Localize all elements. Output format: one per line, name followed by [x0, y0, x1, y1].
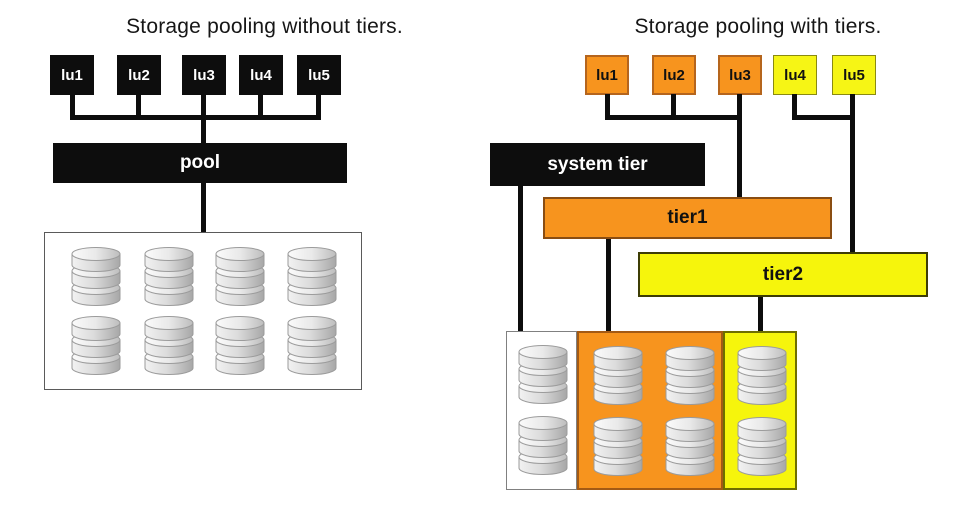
connector-line — [201, 183, 206, 232]
connector-line — [671, 94, 676, 118]
connector-line — [258, 94, 263, 118]
connector-line — [850, 94, 855, 254]
tier2-label: tier2 — [762, 263, 804, 285]
left-lu3-label: lu3 — [193, 66, 215, 84]
right-lu1-box: lu1 — [585, 55, 629, 95]
connector-bus-line — [792, 115, 855, 120]
tier1-label: tier1 — [667, 207, 708, 228]
connector-line — [70, 94, 75, 118]
left-lu3-box: lu3 — [182, 55, 226, 95]
disk-icon — [144, 316, 194, 375]
left-lu5-label: lu5 — [308, 66, 330, 84]
left-lu4-box: lu4 — [239, 55, 283, 95]
right-lu4-box: lu4 — [773, 55, 817, 95]
disk-icon — [665, 346, 715, 405]
system-tier-bar: system tier — [490, 143, 705, 186]
right-lu4-label: lu4 — [784, 66, 806, 84]
connector-line — [201, 94, 206, 118]
disk-icon — [518, 416, 568, 475]
left-disk-pool-container — [44, 232, 362, 390]
connector-line — [201, 115, 206, 143]
pool-bar: pool — [53, 143, 347, 183]
connector-bus-line — [605, 115, 742, 120]
disk-icon — [665, 417, 715, 476]
left-lu4-label: lu4 — [250, 66, 272, 84]
tier2-bar: tier2 — [638, 252, 928, 297]
left-lu2-box: lu2 — [117, 55, 161, 95]
connector-line — [605, 94, 610, 118]
right-lu2-box: lu2 — [652, 55, 696, 95]
disk-icon — [737, 417, 787, 476]
disk-icon — [518, 345, 568, 404]
system-tier-disk-section — [506, 331, 577, 490]
connector-line — [518, 186, 523, 333]
connector-line — [737, 94, 742, 198]
disk-icon — [71, 247, 121, 306]
pool-label: pool — [179, 152, 221, 173]
left-lu1-box: lu1 — [50, 55, 94, 95]
disk-icon — [593, 346, 643, 405]
disk-icon — [215, 247, 265, 306]
right-lu5-box: lu5 — [832, 55, 876, 95]
left-lu1-label: lu1 — [61, 66, 83, 84]
right-lu5-label: lu5 — [843, 66, 865, 84]
left-lu5-box: lu5 — [297, 55, 341, 95]
right-lu3-label: lu3 — [729, 66, 751, 84]
left-lu2-label: lu2 — [128, 66, 150, 84]
disk-icon — [593, 417, 643, 476]
right-diagram-title: Storage pooling with tiers. — [634, 15, 882, 38]
connector-line — [136, 94, 141, 118]
disk-icon — [215, 316, 265, 375]
connector-line — [606, 239, 611, 334]
connector-bus-line — [70, 115, 321, 120]
disk-icon — [287, 247, 337, 306]
right-lu2-label: lu2 — [663, 66, 685, 84]
left-diagram-title: Storage pooling without tiers. — [126, 15, 403, 38]
tier1-bar: tier1 — [543, 197, 832, 239]
right-lu1-label: lu1 — [596, 66, 618, 84]
disk-icon — [287, 316, 337, 375]
tier2-disk-section — [723, 331, 797, 490]
disk-icon — [71, 316, 121, 375]
tier1-disk-section — [577, 331, 723, 490]
connector-line — [758, 297, 763, 334]
disk-icon — [737, 346, 787, 405]
connector-line — [316, 94, 321, 118]
disk-icon — [144, 247, 194, 306]
connector-line — [792, 94, 797, 118]
right-lu3-box: lu3 — [718, 55, 762, 95]
system-tier-label: system tier — [547, 153, 648, 175]
